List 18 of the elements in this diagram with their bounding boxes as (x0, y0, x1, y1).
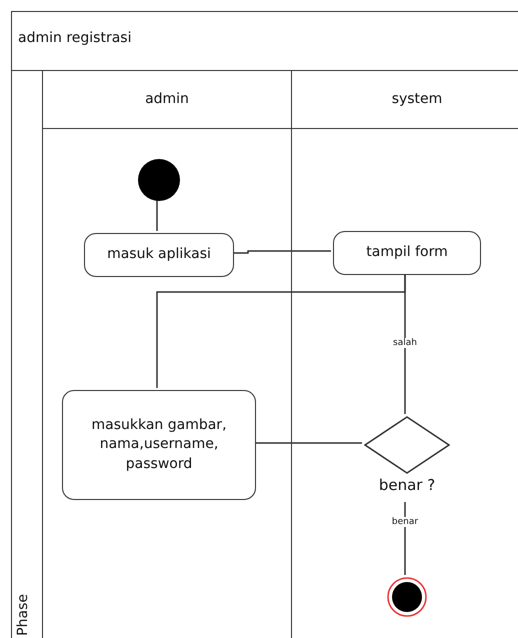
swimlane-frame (42, 71, 291, 638)
action-box: masuk aplikasi (84, 233, 234, 277)
pool-title: admin registrasi (18, 30, 132, 46)
flow-line (232, 250, 331, 254)
edge-label: benar (390, 517, 420, 527)
swimlane-frame (291, 71, 518, 638)
phase-label: Phase (15, 594, 31, 636)
lane-title: admin (145, 91, 189, 107)
action-box: masukkan gambar, nama,username, password (62, 390, 256, 500)
flow-line (254, 442, 362, 444)
edge-label: salah (392, 338, 418, 348)
action-box: tampil form (333, 231, 481, 275)
start-node (137, 158, 181, 202)
lane-title: system (392, 91, 442, 107)
flow-line (404, 502, 406, 575)
flow-line (404, 273, 406, 414)
flow-line (156, 200, 158, 231)
end-node (387, 577, 427, 617)
